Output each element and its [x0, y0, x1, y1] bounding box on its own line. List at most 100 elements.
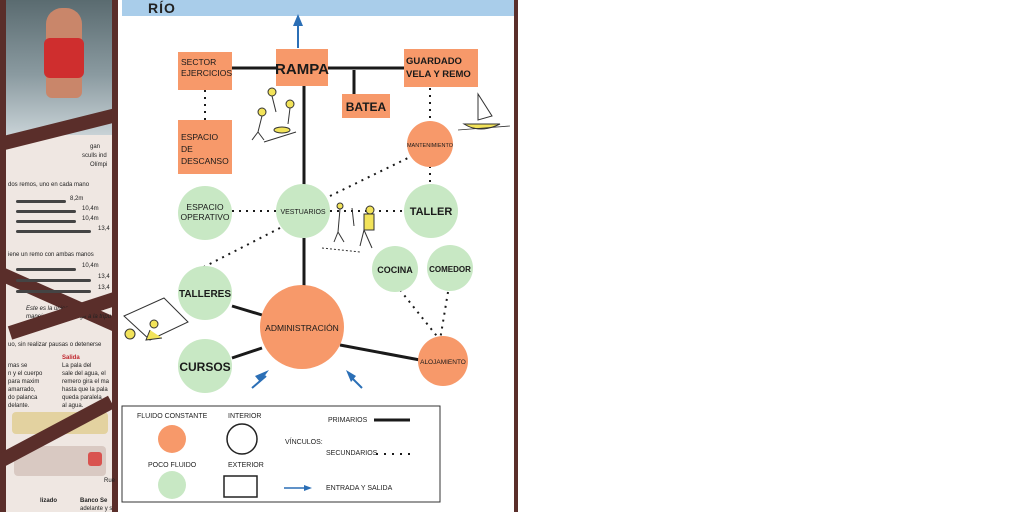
bottom-caption: Rue — [104, 478, 116, 484]
arrow-entry-icon — [346, 370, 356, 382]
boat-diagram — [16, 279, 91, 282]
label-sector-1: SECTOR — [181, 57, 216, 67]
legend-interior-swatch — [226, 423, 258, 455]
node-espacio-operativo — [178, 186, 232, 240]
label-alojamiento: ALOJAMIENTO — [420, 359, 466, 366]
legend-arrow-icon — [304, 485, 312, 491]
sketch-workshop — [123, 297, 189, 341]
label-descanso-2: DE — [181, 144, 193, 154]
arrow-entry-1-shaft — [251, 375, 267, 389]
legend-orange-swatch — [158, 425, 186, 453]
salida-title: Salida — [62, 355, 80, 361]
node-espacio-descanso — [178, 120, 232, 174]
boat-diagram — [16, 200, 66, 203]
legend-green-swatch — [158, 471, 186, 499]
legend-primarios: PRIMARIOS — [328, 417, 368, 424]
salida-right-line: hasta que la pala — [62, 387, 108, 393]
river-label: RÍO — [148, 0, 176, 16]
node-cursos — [178, 339, 232, 393]
caption-line: gan — [90, 144, 101, 150]
node-mantenimiento — [407, 121, 453, 167]
legend-entrada-salida: ENTRADA Y SALIDA — [326, 485, 393, 492]
label-guardado-2: VELA Y REMO — [406, 69, 471, 80]
legend-exterior: EXTERIOR — [228, 462, 264, 469]
boat-length: 10,4m — [82, 263, 99, 269]
one-oar-text: iene un remo con ambas manos — [8, 252, 94, 258]
salida-left-line: para maxim — [8, 379, 40, 385]
link-admin-alojamiento — [339, 343, 421, 362]
boat-length: 10,4m — [82, 206, 99, 212]
legend-vinculos: VÍNCULOS: — [285, 437, 323, 446]
arrow-entry-icon — [255, 370, 269, 382]
boat-length: 8,2m — [70, 196, 84, 202]
node-talleres — [178, 266, 232, 320]
boat-length: 10,4m — [82, 216, 99, 222]
arrow-up-icon — [293, 14, 303, 26]
boat-length: 13,4 — [98, 274, 110, 280]
label-talleres: TALLERES — [179, 289, 231, 300]
primary-links — [231, 66, 421, 362]
label-mantenimiento: MANTENIMIENTO — [407, 143, 454, 149]
label-taller: TALLER — [410, 206, 453, 218]
node-batea — [342, 94, 390, 118]
salida-left-line: mas se — [8, 363, 28, 369]
legend-interior: INTERIOR — [228, 413, 261, 420]
two-oars-text: dos remos, uno en cada mano — [8, 182, 90, 188]
label-descanso-3: DESCANSO — [181, 156, 229, 166]
legend-poco-fluido: POCO FLUIDO — [148, 462, 197, 469]
label-cocina: COCINA — [377, 265, 413, 275]
river-bar — [122, 0, 514, 16]
link-comedor-alojamiento — [439, 291, 449, 341]
sketch-sailboat — [457, 92, 511, 131]
caption-line: Olímpi — [90, 162, 108, 168]
node-comedor — [427, 245, 473, 291]
rower-red-accent — [88, 452, 102, 466]
label-rampa: RAMPA — [275, 61, 329, 78]
boat-diagram — [16, 210, 76, 213]
link-cursos-admin — [231, 346, 263, 360]
boat-diagram — [16, 230, 91, 233]
link-cocina-alojamiento — [399, 289, 441, 341]
boat-diagram — [16, 220, 76, 223]
label-administracion: ADMINISTRACIÓN — [265, 323, 339, 333]
label-comedor: COMEDOR — [429, 265, 471, 274]
salida-right-line: remero gira el ma — [62, 379, 110, 385]
label-cursos: CURSOS — [179, 360, 230, 374]
salida-left-line: n y el cuerpo — [8, 371, 43, 377]
link-vestuarios-mantenimiento — [329, 155, 413, 197]
label-batea: BATEA — [346, 100, 387, 114]
label-vestuarios: VESTUARIOS — [280, 209, 325, 216]
boat-diagram — [16, 268, 76, 271]
rower-shirt — [44, 38, 84, 78]
entry-arrows — [251, 14, 363, 389]
boat-length: 13,4 — [98, 285, 110, 291]
salida-left-line: delante. — [8, 403, 30, 409]
salida-right-line: La pala del — [62, 363, 92, 369]
bottom-right-label: Banco Se — [80, 498, 108, 504]
salida-left-line: amarrado, — [8, 387, 36, 393]
side-panel: gan sculls ind Olímpi dos remos, uno en … — [0, 0, 118, 512]
sketch-exercise-figures — [251, 87, 297, 143]
node-cocina — [372, 246, 418, 292]
node-guardado — [404, 49, 478, 87]
link-talleres-admin — [231, 304, 263, 317]
node-alojamiento — [418, 336, 468, 386]
bottom-left-label: lizado — [40, 498, 58, 504]
label-operativo-1: ESPACIO — [186, 202, 224, 212]
pause-text: uo, sin realizar pausas o detenerse — [8, 342, 102, 348]
salida-right-line: al agua. — [62, 403, 84, 409]
node-vestuarios — [276, 184, 330, 238]
boat-diagram — [16, 290, 91, 293]
caption-line: sculls ind — [82, 153, 107, 159]
legend-fluido-constante: FLUIDO CONSTANTE — [137, 413, 208, 420]
salida-left-line: do palanca — [8, 395, 38, 401]
boat-length: 13,4 — [98, 226, 110, 232]
salida-right-line: sale del agua, el — [62, 371, 106, 377]
label-operativo-2: OPERATIVO — [181, 212, 230, 222]
legend-secundarios: SECUNDARIOS — [326, 450, 378, 457]
link-vestuarios-talleres — [197, 227, 281, 271]
page-right-border — [514, 0, 518, 512]
node-rampa — [276, 49, 328, 86]
salida-right-line: queda paralela — [62, 395, 102, 401]
